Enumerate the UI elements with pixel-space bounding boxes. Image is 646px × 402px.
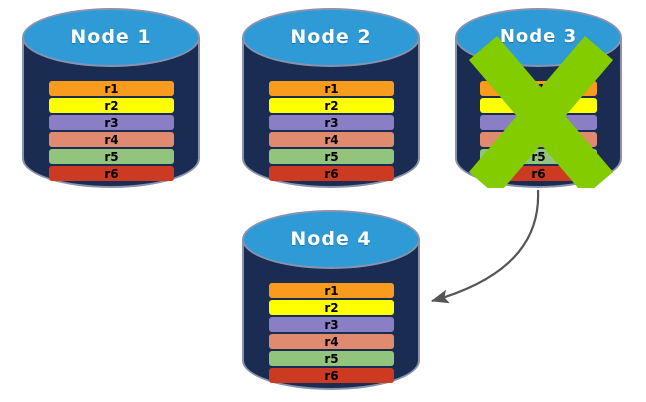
row-bar-r4[interactable]: r4 [269, 334, 394, 349]
row-list: r1 r2 r3 r4 r5 r6 [269, 283, 394, 383]
row-bar-r1[interactable]: r1 [269, 81, 394, 96]
row-bar-r5[interactable]: r5 [480, 149, 597, 164]
node-title: Node 1 [70, 26, 152, 48]
row-bar-r1[interactable]: r1 [480, 81, 597, 96]
row-list: r1 r2 r3 r4 r5 r6 [49, 81, 174, 181]
row-bar-r3[interactable]: r3 [269, 317, 394, 332]
row-bar-r2[interactable]: r2 [480, 98, 597, 113]
row-bar-r5[interactable]: r5 [269, 351, 394, 366]
cylinder-top [22, 8, 200, 67]
row-bar-r2[interactable]: r2 [269, 98, 394, 113]
cylinder-top [242, 210, 420, 269]
row-bar-r1[interactable]: r1 [269, 283, 394, 298]
row-bar-r3[interactable]: r3 [49, 115, 174, 130]
node-title: Node 4 [290, 228, 372, 250]
row-bar-r6[interactable]: r6 [49, 166, 174, 181]
row-bar-r6[interactable]: r6 [480, 166, 597, 181]
row-bar-r6[interactable]: r6 [269, 166, 394, 181]
node-cylinder-4[interactable]: Node 4 r1 r2 r3 r4 r5 r6 [242, 210, 420, 390]
node-title: Node 3 [499, 26, 578, 47]
row-list: r1 r2 r3 r4 r5 r6 [480, 81, 597, 181]
row-list: r1 r2 r3 r4 r5 r6 [269, 81, 394, 181]
row-bar-r6[interactable]: r6 [269, 368, 394, 383]
row-bar-r2[interactable]: r2 [269, 300, 394, 315]
row-bar-r5[interactable]: r5 [49, 149, 174, 164]
row-bar-r1[interactable]: r1 [49, 81, 174, 96]
row-bar-r4[interactable]: r4 [269, 132, 394, 147]
row-bar-r4[interactable]: r4 [480, 132, 597, 147]
row-bar-r5[interactable]: r5 [269, 149, 394, 164]
node-cylinder-2[interactable]: Node 2 r1 r2 r3 r4 r5 r6 [242, 8, 420, 188]
row-bar-r4[interactable]: r4 [49, 132, 174, 147]
node-title: Node 2 [290, 26, 372, 48]
cylinder-top [242, 8, 420, 67]
node-cylinder-3[interactable]: Node 3 r1 r2 r3 r4 r5 r6 [455, 8, 622, 188]
row-bar-r2[interactable]: r2 [49, 98, 174, 113]
row-bar-r3[interactable]: r3 [269, 115, 394, 130]
row-bar-r3[interactable]: r3 [480, 115, 597, 130]
node-cylinder-1[interactable]: Node 1 r1 r2 r3 r4 r5 r6 [22, 8, 200, 188]
